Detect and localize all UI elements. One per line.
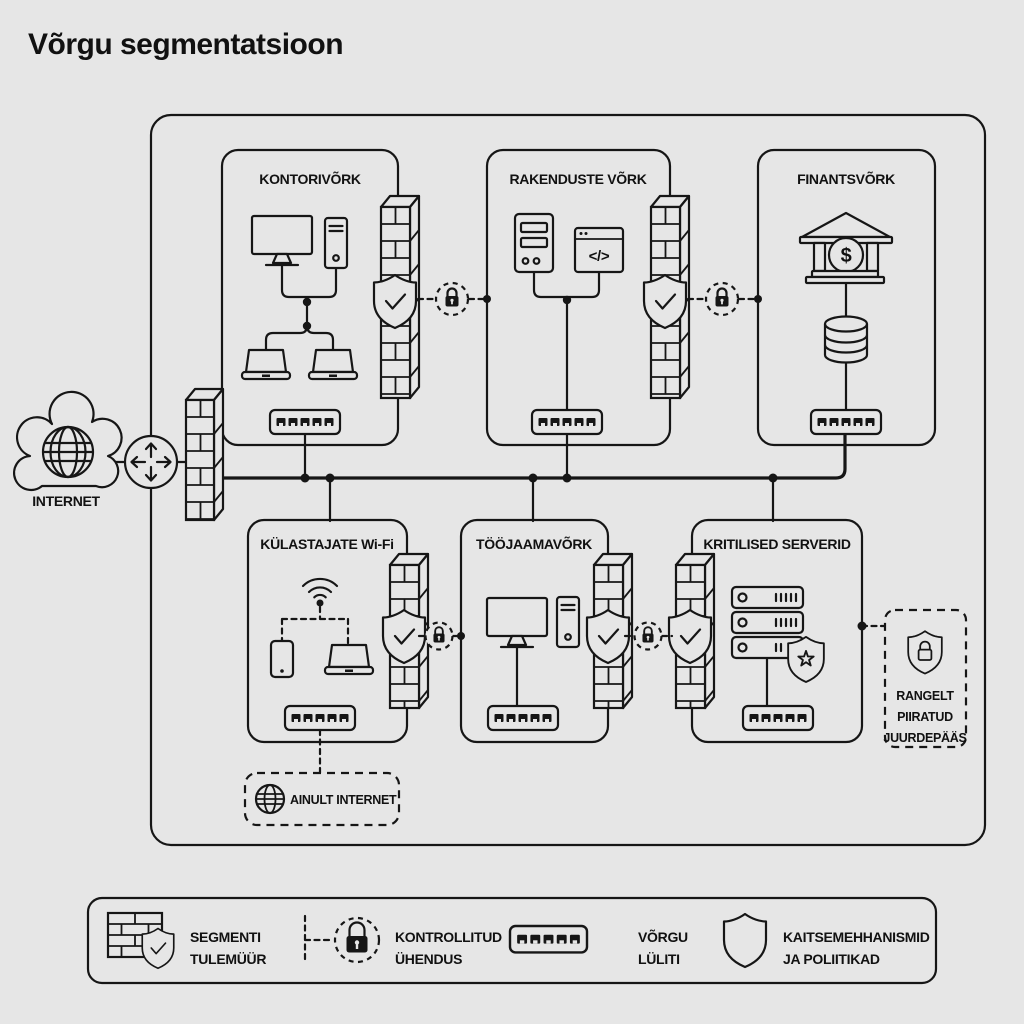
rangelt-callout: RANGELT PIIRATUD JUURDEPÄÄS [857,608,968,749]
globe-icon [254,783,286,815]
legend-label: KAITSEMEHHANISMID [783,929,930,945]
pc-tower-icon [323,216,349,270]
laptop-icon [240,348,292,381]
network-switch-icon [741,704,815,732]
controlled-connection [686,281,762,317]
wifi-icon [301,577,339,607]
network-switch-icon [530,408,604,436]
shield-star-icon [787,635,825,683]
network-switch-icon [508,924,589,954]
server-rack-icon [730,585,805,660]
legend-label: VÕRGU [638,928,688,945]
laptop-icon [307,348,359,381]
controlled-connection [417,621,465,651]
controlled-connection [623,621,674,651]
segment-title: KÜLASTAJATE Wi-Fi [260,536,393,552]
rangelt-line: JUURDEPÄÄS [883,730,966,745]
legend: SEGMENTI TULEMÜÜR KONTROLLITUD ÜHENDUS V… [86,896,938,985]
ainult-internet-callout: AINULT INTERNET [243,728,401,827]
globe-icon [41,425,95,479]
backbone-line [212,432,847,523]
legend-label: LÜLITI [638,951,680,967]
network-switch-icon [283,704,357,732]
shield-icon [722,912,768,969]
rangelt-line: PIIRATUD [897,710,953,724]
internet-label: INTERNET [32,493,100,509]
segment-firewall-icon [106,911,174,968]
network-switch-icon [268,408,342,436]
critical-servers-devices [730,585,825,732]
segment-title: KONTORIVÕRK [259,170,361,187]
guest-wifi-devices [269,577,375,732]
code-window-icon: </> [573,226,625,274]
laptop-icon [323,643,375,676]
legend-label: JA POLIITIKAD [783,951,880,967]
legend-label: SEGMENTI [190,929,261,945]
server-tower-icon [513,212,555,274]
legend-label: KONTROLLITUD [395,929,502,945]
legend-label: ÜHENDUS [395,951,462,967]
currency-glyph: $ [841,245,852,267]
code-glyph: </> [589,248,610,265]
segment-title: RAKENDUSTE VÕRK [509,170,646,187]
rangelt-line: RANGELT [896,689,954,703]
router-icon [123,434,179,490]
segment-title: KRITILISED SERVERID [703,536,850,552]
smartphone-icon [269,639,295,679]
internet-cloud-icon: INTERNET [13,390,189,509]
workstation-network-devices [485,595,581,732]
database-icon [823,315,869,364]
office-network-devices [240,214,359,436]
shield-lock-icon [907,630,943,675]
finance-network-devices: $ [798,211,894,436]
controlled-connection-icon [303,914,381,965]
page-title: Võrgu segmentatsioon [28,28,343,61]
segment-title: FINANTSVÕRK [797,170,895,187]
network-switch-icon [809,408,883,436]
segment-title: TÖÖJAAMAVÕRK [476,535,592,552]
network-switch-icon [486,704,560,732]
ainult-internet-label: AINULT INTERNET [290,793,397,807]
controlled-connection [416,281,491,317]
bank-icon: $ [798,211,894,285]
edge-firewall-icon [184,387,225,522]
pc-tower-icon [555,595,581,649]
application-network-devices: </> [513,212,625,436]
legend-label: TULEMÜÜR [190,951,266,967]
